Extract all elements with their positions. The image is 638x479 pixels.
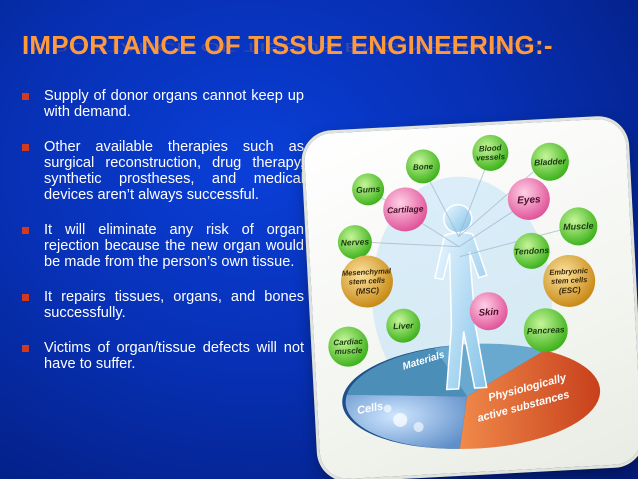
bullet-text: Supply of donor organs cannot keep up wi…: [44, 88, 304, 120]
svg-text:Blood: Blood: [479, 143, 503, 153]
svg-text:muscle: muscle: [335, 346, 364, 356]
slide-title-reflection: IMPORTANCE OF TISSUE ENGINEERING:-: [22, 40, 543, 55]
svg-text:Liver: Liver: [393, 320, 415, 331]
svg-text:Skin: Skin: [478, 307, 499, 319]
bullet-text: Victims of organ/tissue defects will not…: [44, 340, 304, 372]
title-area: IMPORTANCE OF TISSUE ENGINEERING:- IMPOR…: [22, 30, 553, 61]
node-cardiac-muscle: Cardiac muscle: [328, 326, 369, 367]
svg-text:stem cells: stem cells: [551, 275, 588, 286]
node-nerves: Nerves: [337, 225, 372, 260]
svg-text:stem cells: stem cells: [349, 276, 386, 287]
svg-text:Bone: Bone: [413, 162, 434, 172]
node-gums: Gums: [352, 173, 385, 206]
cells-sector: [345, 394, 468, 449]
bullet-text: It will eliminate any risk of organ reje…: [44, 222, 304, 270]
svg-text:Muscle: Muscle: [563, 221, 594, 233]
node-pancreas: Pancreas: [523, 308, 568, 353]
bullet-item: Victims of organ/tissue defects will not…: [20, 340, 304, 372]
svg-text:Pancreas: Pancreas: [527, 324, 566, 336]
node-embryonic-stem-cells: Embryonic stem cells (ESC): [543, 254, 596, 307]
bullet-marker-icon: [22, 345, 29, 352]
tissue-diagram: Bone Blood vessels Bladder Gums Cartilag…: [328, 134, 601, 449]
svg-text:Tendons: Tendons: [514, 245, 550, 257]
bullet-marker-icon: [22, 144, 29, 151]
bullet-item: Supply of donor organs cannot keep up wi…: [20, 88, 304, 120]
base-disc: [342, 343, 601, 449]
node-tendons: Tendons: [513, 232, 550, 269]
node-bone: Bone: [405, 149, 440, 184]
human-figure-icon: [433, 203, 488, 391]
bullet-marker-icon: [22, 93, 29, 100]
bullet-list: Supply of donor organs cannot keep up wi…: [20, 88, 304, 391]
node-cartilage: Cartilage: [383, 187, 428, 232]
tissue-diagram-panel: Bone Blood vessels Bladder Gums Cartilag…: [303, 117, 638, 479]
svg-text:Gums: Gums: [356, 184, 381, 195]
svg-text:Mesenchymal: Mesenchymal: [342, 266, 393, 278]
svg-text:Bladder: Bladder: [534, 156, 567, 168]
svg-text:(MSC): (MSC): [356, 286, 380, 296]
node-skin: Skin: [469, 292, 508, 331]
physio-sector: [459, 350, 601, 449]
svg-text:(ESC): (ESC): [559, 285, 582, 295]
node-liver: Liver: [386, 308, 421, 343]
label-cells: Cells: [356, 400, 384, 417]
bullet-marker-icon: [22, 227, 29, 234]
slide-title: IMPORTANCE OF TISSUE ENGINEERING:-: [22, 30, 553, 60]
node-blood-vessels: Blood vessels: [472, 134, 509, 171]
node-mesenchymal-stem-cells: Mesenchymal stem cells (MSC): [340, 255, 393, 308]
svg-text:Eyes: Eyes: [517, 194, 541, 206]
svg-text:Nerves: Nerves: [340, 236, 369, 247]
materials-sector: [346, 348, 468, 397]
svg-text:Cartilage: Cartilage: [387, 203, 424, 215]
svg-text:Embryonic: Embryonic: [549, 266, 589, 277]
node-muscle: Muscle: [559, 207, 598, 246]
node-eyes: Eyes: [507, 177, 550, 220]
bullet-item: It will eliminate any risk of organ reje…: [20, 222, 304, 270]
bullet-marker-icon: [22, 294, 29, 301]
bullet-item: Other available therapies such as surgic…: [20, 139, 304, 203]
node-bladder: Bladder: [530, 142, 569, 181]
bullet-item: It repairs tissues, organs, and bones su…: [20, 289, 304, 321]
svg-text:Cardiac: Cardiac: [333, 337, 363, 348]
bullet-text: Other available therapies such as surgic…: [44, 139, 304, 203]
bullet-text: It repairs tissues, organs, and bones su…: [44, 289, 304, 321]
svg-text:vessels: vessels: [476, 152, 506, 163]
